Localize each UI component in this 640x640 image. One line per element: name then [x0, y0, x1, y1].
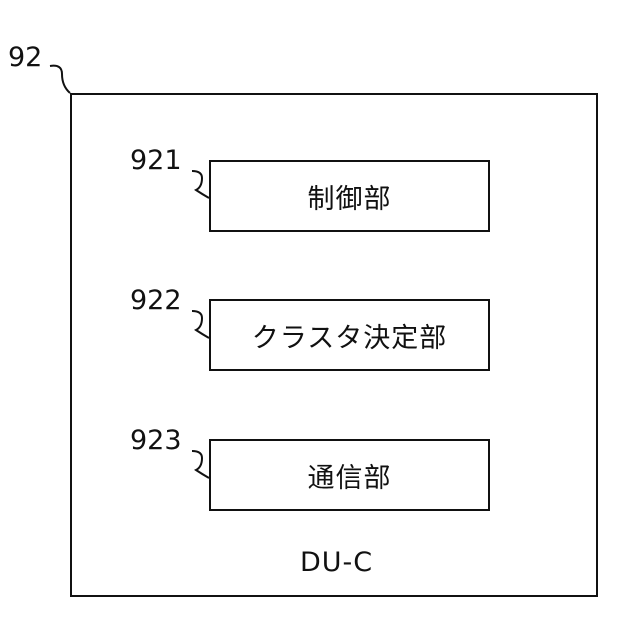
outer-ref-label: 92	[8, 44, 42, 71]
block-ref-label-921: 921	[130, 147, 182, 174]
communication-unit-label: 通信部	[308, 456, 392, 495]
communication-unit-block: 通信部	[209, 439, 490, 511]
block-ref-label-923: 923	[130, 427, 182, 454]
control-unit-block: 制御部	[209, 160, 490, 232]
block-ref-label-922: 922	[130, 287, 182, 314]
control-unit-label: 制御部	[308, 177, 392, 216]
cluster-determination-unit-block: クラスタ決定部	[209, 299, 490, 371]
cluster-determination-unit-label: クラスタ決定部	[252, 316, 447, 355]
leader-line-outer	[50, 66, 70, 93]
outer-caption: DU-C	[300, 549, 373, 576]
